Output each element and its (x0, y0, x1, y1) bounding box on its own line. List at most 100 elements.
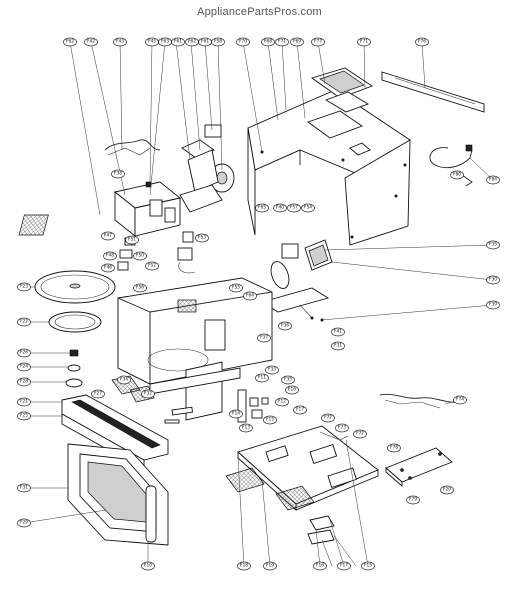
svg-text:F23: F23 (20, 284, 28, 290)
callout-f19: F19 (263, 561, 277, 571)
callout-f20: F20 (440, 485, 454, 495)
svg-text:F58: F58 (214, 39, 222, 45)
callout-f35: F35 (281, 375, 295, 385)
callout-f31b: F31 (331, 341, 345, 351)
svg-text:F45: F45 (148, 39, 156, 45)
svg-text:F14: F14 (232, 411, 240, 417)
svg-text:F56: F56 (136, 285, 144, 291)
callout-f63: F63 (158, 37, 172, 47)
mounting-rail (381, 71, 485, 113)
callout-f30: F30 (486, 275, 500, 285)
svg-text:F24: F24 (20, 364, 28, 370)
svg-text:F71: F71 (278, 39, 286, 45)
callout-f29: F29 (17, 518, 31, 528)
callout-f55: F55 (229, 283, 243, 293)
svg-text:F52: F52 (148, 263, 156, 269)
callout-f31: F31 (17, 483, 31, 493)
svg-text:F26: F26 (20, 350, 28, 356)
svg-text:F15: F15 (364, 563, 372, 569)
callout-f72: F72 (321, 413, 335, 423)
callout-f56: F56 (133, 283, 147, 293)
svg-text:F42: F42 (87, 39, 95, 45)
svg-text:F78: F78 (390, 445, 398, 451)
svg-text:F11: F11 (258, 375, 266, 381)
svg-text:F35: F35 (489, 242, 497, 248)
svg-text:F62: F62 (66, 39, 74, 45)
svg-text:F79: F79 (409, 497, 417, 503)
svg-text:F72: F72 (324, 415, 332, 421)
callout-f22: F22 (17, 317, 31, 327)
wire-harness-right (379, 393, 461, 409)
svg-text:F25: F25 (20, 413, 28, 419)
callout-f23: F23 (17, 282, 31, 292)
svg-text:F36: F36 (281, 323, 289, 329)
callout-f17b: F17 (337, 561, 351, 571)
fan-motor-icon (179, 124, 235, 213)
svg-text:F73: F73 (338, 425, 346, 431)
grease-filters (225, 467, 315, 511)
svg-text:F40: F40 (276, 205, 284, 211)
callout-f15: F15 (263, 415, 277, 425)
svg-text:F57: F57 (290, 205, 298, 211)
svg-text:F31: F31 (20, 485, 28, 491)
side-bracket (385, 447, 453, 487)
svg-text:F30: F30 (489, 277, 497, 283)
callout-f16: F16 (285, 385, 299, 395)
callout-f42: F42 (84, 37, 98, 47)
svg-text:F62: F62 (188, 39, 196, 45)
svg-text:F61: F61 (174, 39, 182, 45)
svg-text:F71: F71 (360, 39, 368, 45)
svg-text:F33: F33 (268, 367, 276, 373)
callout-f36: F36 (278, 321, 292, 331)
callout-f53: F53 (195, 233, 209, 243)
oven-cavity (117, 277, 273, 421)
callout-f61: F61 (171, 37, 185, 47)
callout-f25: F25 (17, 411, 31, 421)
callout-f14: F14 (229, 409, 243, 419)
callout-f24: F24 (17, 362, 31, 372)
svg-text:F43: F43 (116, 39, 124, 45)
callout-f58: F58 (211, 37, 225, 47)
callout-f11: F11 (255, 373, 269, 383)
svg-text:F72: F72 (356, 431, 364, 437)
callout-f13: F13 (239, 423, 253, 433)
callout-f57: F57 (287, 203, 301, 213)
svg-text:F20: F20 (443, 487, 451, 493)
callout-f77: F77 (311, 37, 325, 47)
callout-f16b: F16 (313, 561, 327, 571)
turntable-icon (34, 270, 116, 304)
callout-f76: F76 (415, 37, 429, 47)
lamp-cover (307, 515, 335, 545)
power-cord-icon (429, 144, 473, 187)
svg-text:F22: F22 (20, 319, 28, 325)
base-plate (237, 425, 379, 512)
wire-harness-top (104, 139, 161, 156)
svg-text:F84: F84 (489, 177, 497, 183)
callout-f33: F33 (265, 365, 279, 375)
watermark: AppliancePartsPros.com (197, 6, 322, 18)
callout-f12: F12 (275, 397, 289, 407)
roller-ring (48, 311, 102, 333)
callout-f35b: F35 (486, 240, 500, 250)
callout-f43: F43 (113, 37, 127, 47)
callout-f64: F64 (243, 291, 257, 301)
svg-text:F13: F13 (242, 425, 250, 431)
top-vent-frames (307, 67, 373, 156)
callout-f69: F69 (290, 37, 304, 47)
svg-text:F48: F48 (106, 253, 114, 259)
callout-f80: F80 (450, 170, 464, 180)
svg-text:F50: F50 (136, 253, 144, 259)
callout-f68: F68 (261, 37, 275, 47)
svg-text:F54: F54 (304, 205, 312, 211)
svg-text:F17: F17 (340, 563, 348, 569)
svg-text:F31: F31 (334, 343, 342, 349)
callout-f40: F40 (273, 203, 287, 213)
callout-f41: F41 (331, 327, 345, 337)
svg-text:F69: F69 (293, 39, 301, 45)
svg-text:F21: F21 (20, 399, 28, 405)
svg-text:F12: F12 (278, 399, 286, 405)
svg-text:F28: F28 (20, 379, 28, 385)
callout-f26: F26 (17, 348, 31, 358)
callout-f62b: F62 (185, 37, 199, 47)
callout-f21: F21 (17, 397, 31, 407)
